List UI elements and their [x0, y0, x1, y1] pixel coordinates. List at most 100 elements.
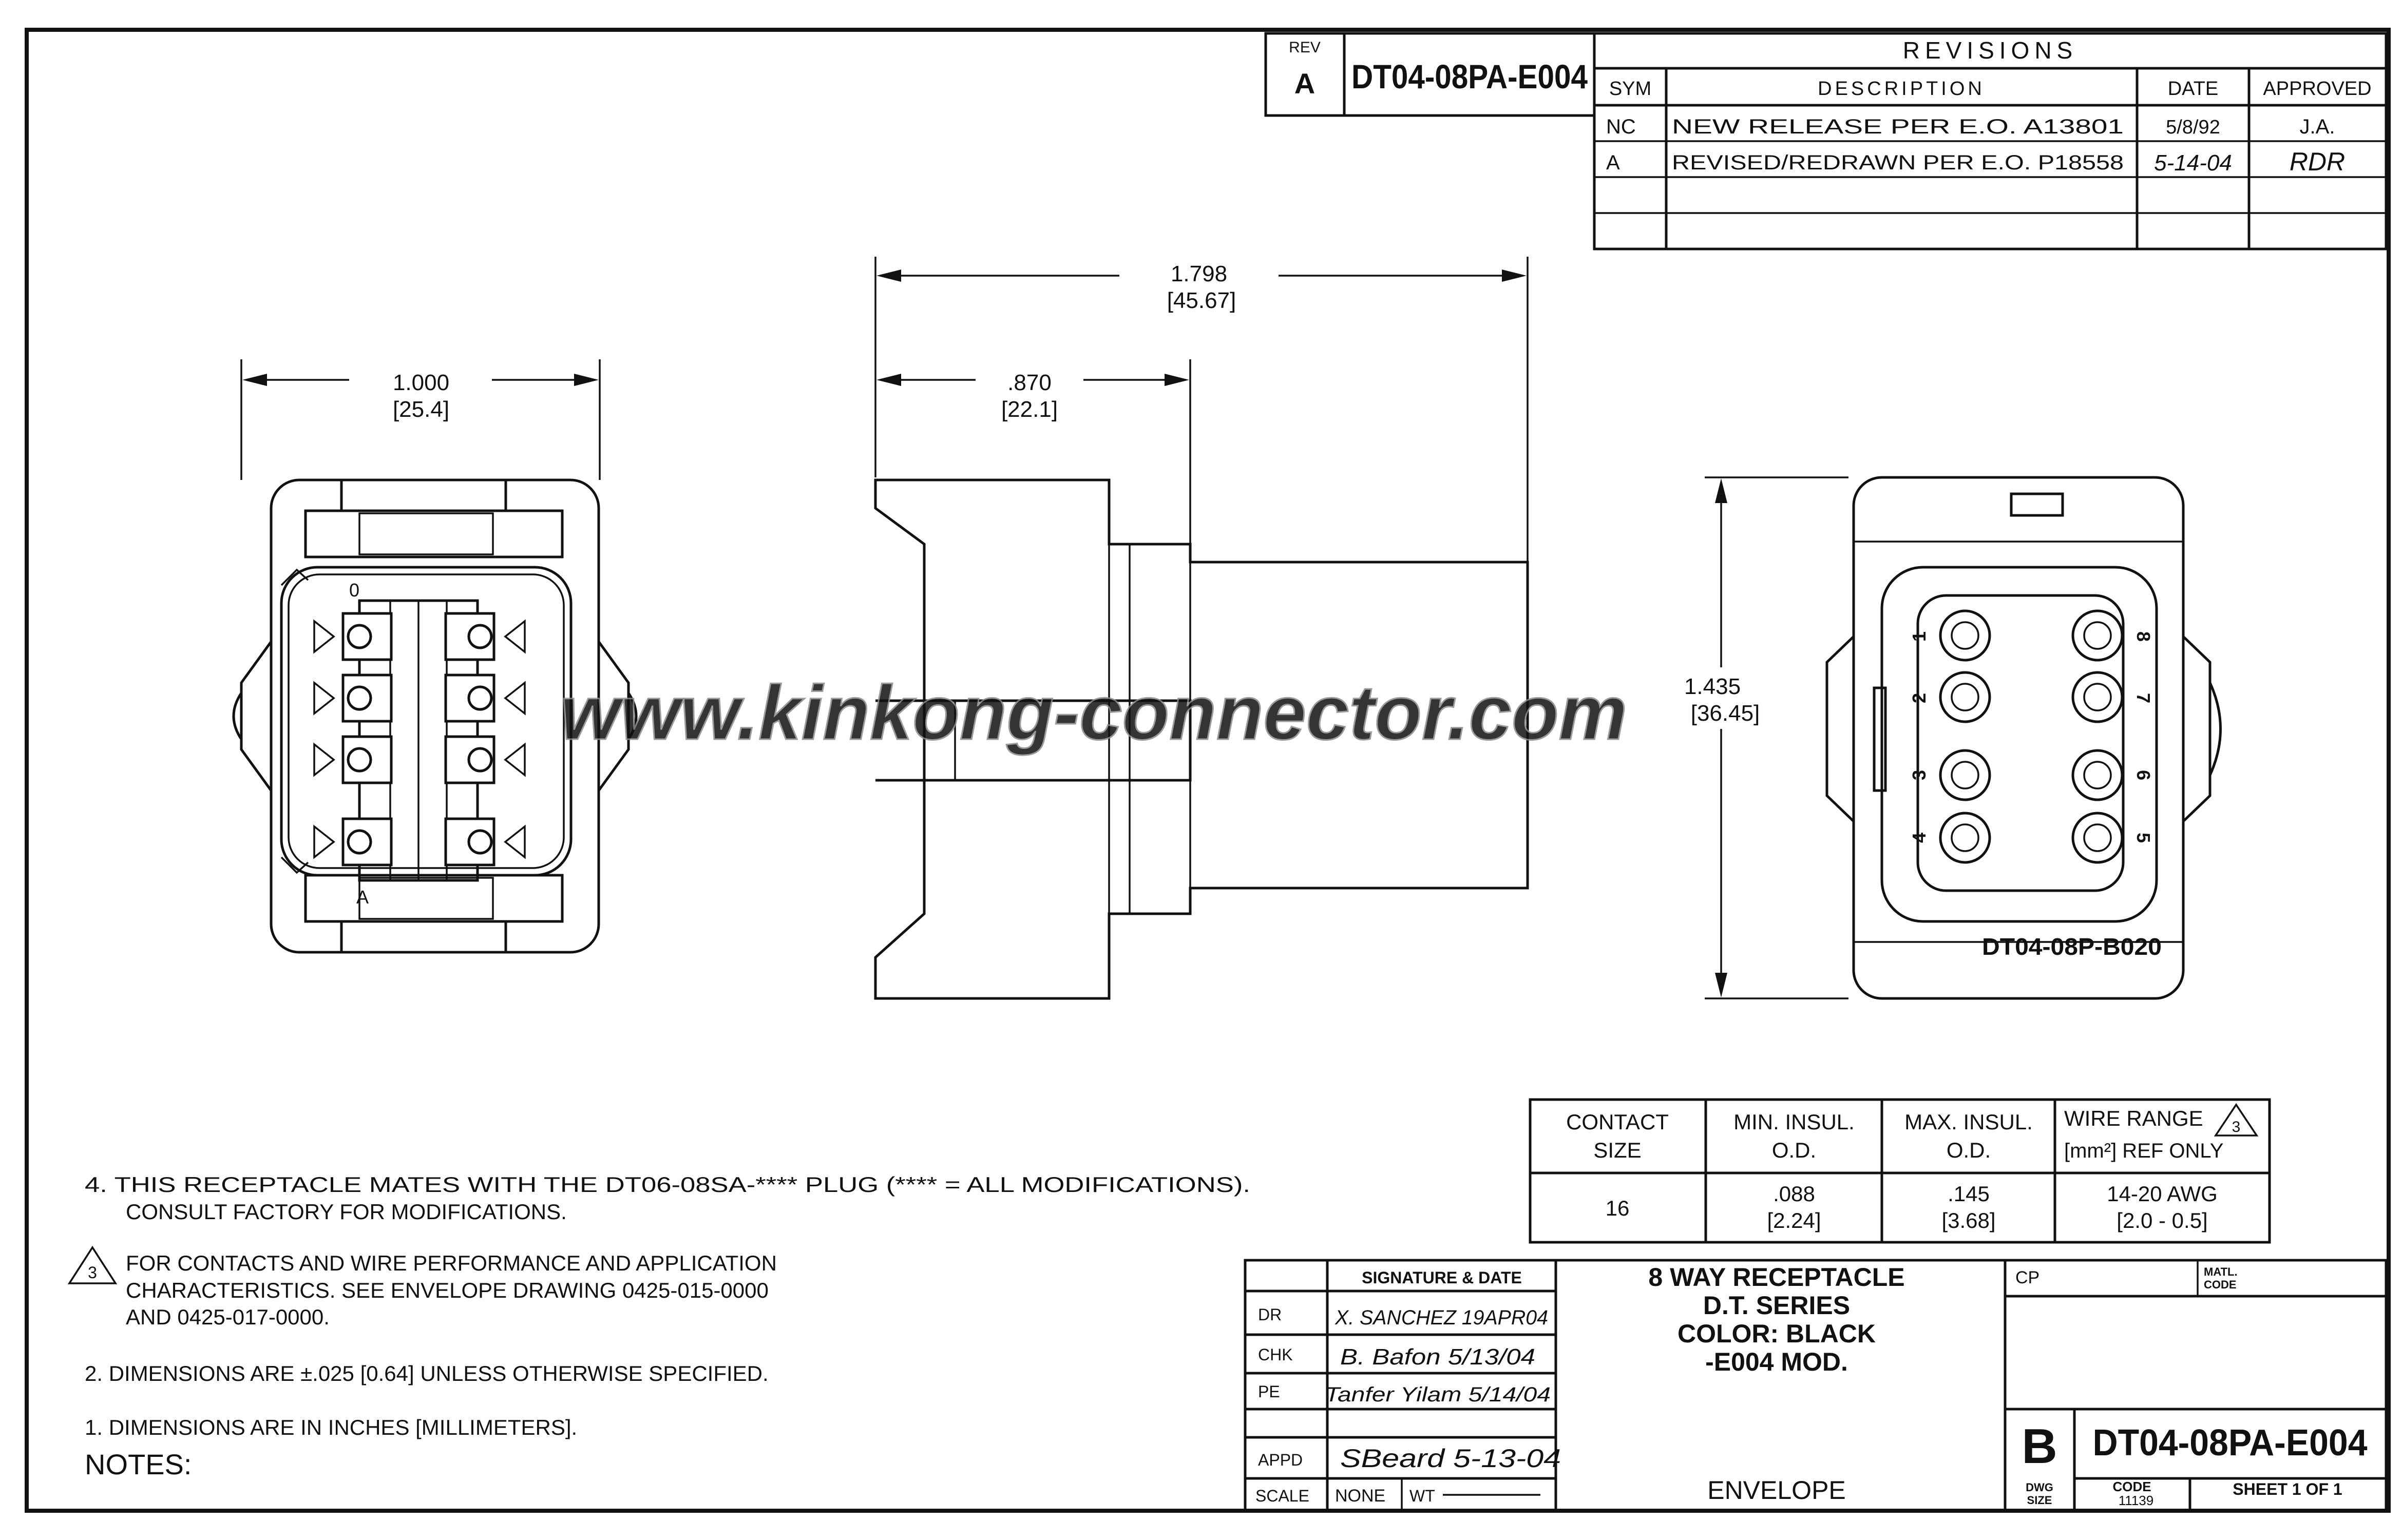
- note-3-line-1: FOR CONTACTS AND WIRE PERFORMANCE AND AP…: [126, 1251, 777, 1275]
- contact-header-size-2: SIZE: [1593, 1138, 1641, 1162]
- front-view: 1.000 [25.4] 0 A: [232, 359, 638, 954]
- title-line-4: -E004 MOD.: [1705, 1348, 1848, 1376]
- rear-pin-grid: [1939, 609, 2124, 864]
- rev-value: A: [1294, 67, 1315, 100]
- note-4-line-1: 4. THIS RECEPTACLE MATES WITH THE DT06-0…: [85, 1172, 1250, 1197]
- note-flag-triangle: [2214, 1103, 2259, 1137]
- contact-header-max-1: MAX. INSUL.: [1904, 1110, 2033, 1134]
- pin-number-8: 8: [2133, 631, 2154, 642]
- title-line-2: D.T. SERIES: [1703, 1291, 1850, 1320]
- code-label: CODE: [2112, 1479, 2151, 1494]
- front-mark-0: 0: [349, 580, 359, 601]
- signature-header: SIGNATURE & DATE: [1362, 1268, 1522, 1287]
- front-mark-a: A: [356, 887, 369, 908]
- pe-label: PE: [1258, 1382, 1280, 1401]
- contact-size-value: 16: [1606, 1196, 1630, 1220]
- appd-label: APPD: [1258, 1451, 1303, 1469]
- dim-length-in: 1.798: [1171, 261, 1227, 286]
- note-3-line-3: AND 0425-017-0000.: [126, 1305, 330, 1329]
- max-insul-value-mm: [3.68]: [1941, 1208, 1995, 1233]
- note-3-flag: 3: [88, 1263, 97, 1282]
- contact-header-wire-1: WIRE RANGE: [2064, 1106, 2203, 1130]
- title-line-3: COLOR: BLACK: [1677, 1319, 1876, 1348]
- title-block: SIGNATURE & DATE DR CHK PE APPD X. SANCH…: [1244, 1259, 2388, 1512]
- min-insul-value-mm: [2.24]: [1767, 1208, 1821, 1233]
- rev-row-sym: NC: [1606, 116, 1636, 138]
- cp-label: CP: [2015, 1268, 2039, 1287]
- code-value: 11139: [2119, 1493, 2153, 1508]
- pin-number-6: 6: [2133, 770, 2154, 780]
- dim-flange-mm: [22.1]: [1001, 397, 1058, 422]
- note-1: 1. DIMENSIONS ARE IN INCHES [MILLIMETERS…: [85, 1415, 577, 1439]
- pin-number-7: 7: [2133, 693, 2154, 703]
- chk-label: CHK: [1258, 1345, 1293, 1364]
- pin-number-4: 4: [1909, 833, 1930, 843]
- pe-signature: Tanfer Yilam 5/14/04: [1325, 1383, 1551, 1406]
- size-label: SIZE: [2027, 1494, 2052, 1507]
- rev-box: REV A DT04-08PA-E004: [1264, 32, 1596, 117]
- dim-height-in: 1.435: [1684, 674, 1741, 699]
- rev-header-date: DATE: [2168, 78, 2219, 100]
- note-4-line-2: CONSULT FACTORY FOR MODIFICATIONS.: [126, 1200, 567, 1224]
- contact-header-max-2: O.D.: [1947, 1138, 1991, 1162]
- appd-signature: SBeard 5-13-04: [1340, 1444, 1561, 1473]
- contact-header-min-2: O.D.: [1772, 1138, 1816, 1162]
- notes-title: NOTES:: [85, 1448, 192, 1480]
- contact-note-flag: 3: [2232, 1119, 2241, 1135]
- scale-label: SCALE: [1255, 1487, 1309, 1505]
- matl-code-label: CODE: [2204, 1278, 2237, 1291]
- notes-block: 4. THIS RECEPTACLE MATES WITH THE DT06-0…: [67, 1172, 1250, 1480]
- scale-value: NONE: [1335, 1486, 1385, 1506]
- min-insul-value: .088: [1773, 1182, 1815, 1206]
- dwg-size-value: B: [2022, 1419, 2057, 1474]
- dwg-label: DWG: [2026, 1481, 2053, 1494]
- envelope-label: ENVELOPE: [1707, 1476, 1846, 1505]
- title-part-number: DT04-08PA-E004: [2093, 1422, 2368, 1464]
- rev-row-date: 5/8/92: [2166, 117, 2220, 138]
- part-number-header: DT04-08PA-E004: [1351, 57, 1588, 95]
- dim-height-mm: [36.45]: [1691, 701, 1760, 726]
- revisions-table: REVISIONS SYM DESCRIPTION DATE APPROVED …: [1593, 32, 2388, 251]
- rev-row-description: NEW RELEASE PER E.O. A13801: [1672, 116, 2124, 138]
- rev-header-sym: SYM: [1609, 78, 1651, 100]
- rev-label: REV: [1289, 39, 1321, 56]
- contact-header-size-1: CONTACT: [1566, 1110, 1669, 1134]
- contact-header-wire-2: [mm²] REF ONLY: [2064, 1140, 2223, 1162]
- wt-label: WT: [1409, 1487, 1435, 1505]
- dr-label: DR: [1258, 1305, 1282, 1324]
- rev-row-date-handwritten: 5-14-04: [2154, 150, 2232, 176]
- dr-signature: X. SANCHEZ 19APR04: [1335, 1306, 1548, 1329]
- rev-row-description: REVISED/REDRAWN PER E.O. P18558: [1672, 151, 2124, 174]
- revisions-title: REVISIONS: [1903, 37, 2078, 64]
- pin-number-1: 1: [1909, 631, 1930, 642]
- rev-header-description: DESCRIPTION: [1818, 78, 1985, 100]
- dim-flange-in: .870: [1007, 370, 1052, 395]
- contact-table: CONTACT SIZE MIN. INSUL. O.D. MAX. INSUL…: [1529, 1098, 2271, 1244]
- rev-row-approved-handwritten: RDR: [2290, 147, 2345, 176]
- max-insul-value: .145: [1948, 1182, 1990, 1206]
- rear-view: 1.435 [36.45] 1 2 3 4 8 7 6: [1684, 476, 2222, 1000]
- note-2: 2. DIMENSIONS ARE ±.025 [0.64] UNLESS OT…: [85, 1361, 769, 1385]
- pin-number-2: 2: [1909, 693, 1930, 703]
- rev-row-approved: J.A.: [2300, 116, 2335, 138]
- rear-part-label: DT04-08P-B020: [1982, 933, 2162, 960]
- wire-range-value: 14-20 AWG: [2107, 1182, 2218, 1206]
- note-3-line-2: CHARACTERISTICS. SEE ENVELOPE DRAWING 04…: [126, 1278, 769, 1302]
- watermark: www.kinkong-connector.com: [560, 669, 1627, 756]
- chk-signature: B. Bafon 5/13/04: [1340, 1344, 1535, 1370]
- rev-header-approved: APPROVED: [2263, 78, 2371, 100]
- dim-width-mm: [25.4]: [393, 397, 449, 422]
- wire-range-value-mm: [2.0 - 0.5]: [2117, 1208, 2207, 1233]
- front-pin-cavities: [313, 612, 526, 867]
- pin-number-5: 5: [2133, 833, 2154, 843]
- title-line-1: 8 WAY RECEPTACLE: [1648, 1263, 1904, 1292]
- contact-header-min-1: MIN. INSUL.: [1733, 1110, 1855, 1134]
- drawing-border: [25, 28, 2391, 1513]
- side-view: 1.798 [45.67] .870 [22.1]: [874, 257, 1529, 1000]
- dim-width-in: 1.000: [393, 370, 449, 395]
- matl-label: MATL.: [2204, 1265, 2238, 1278]
- sheet-label: SHEET 1 OF 1: [2233, 1480, 2342, 1498]
- dim-length-mm: [45.67]: [1167, 288, 1236, 313]
- rev-row-sym: A: [1606, 151, 1620, 174]
